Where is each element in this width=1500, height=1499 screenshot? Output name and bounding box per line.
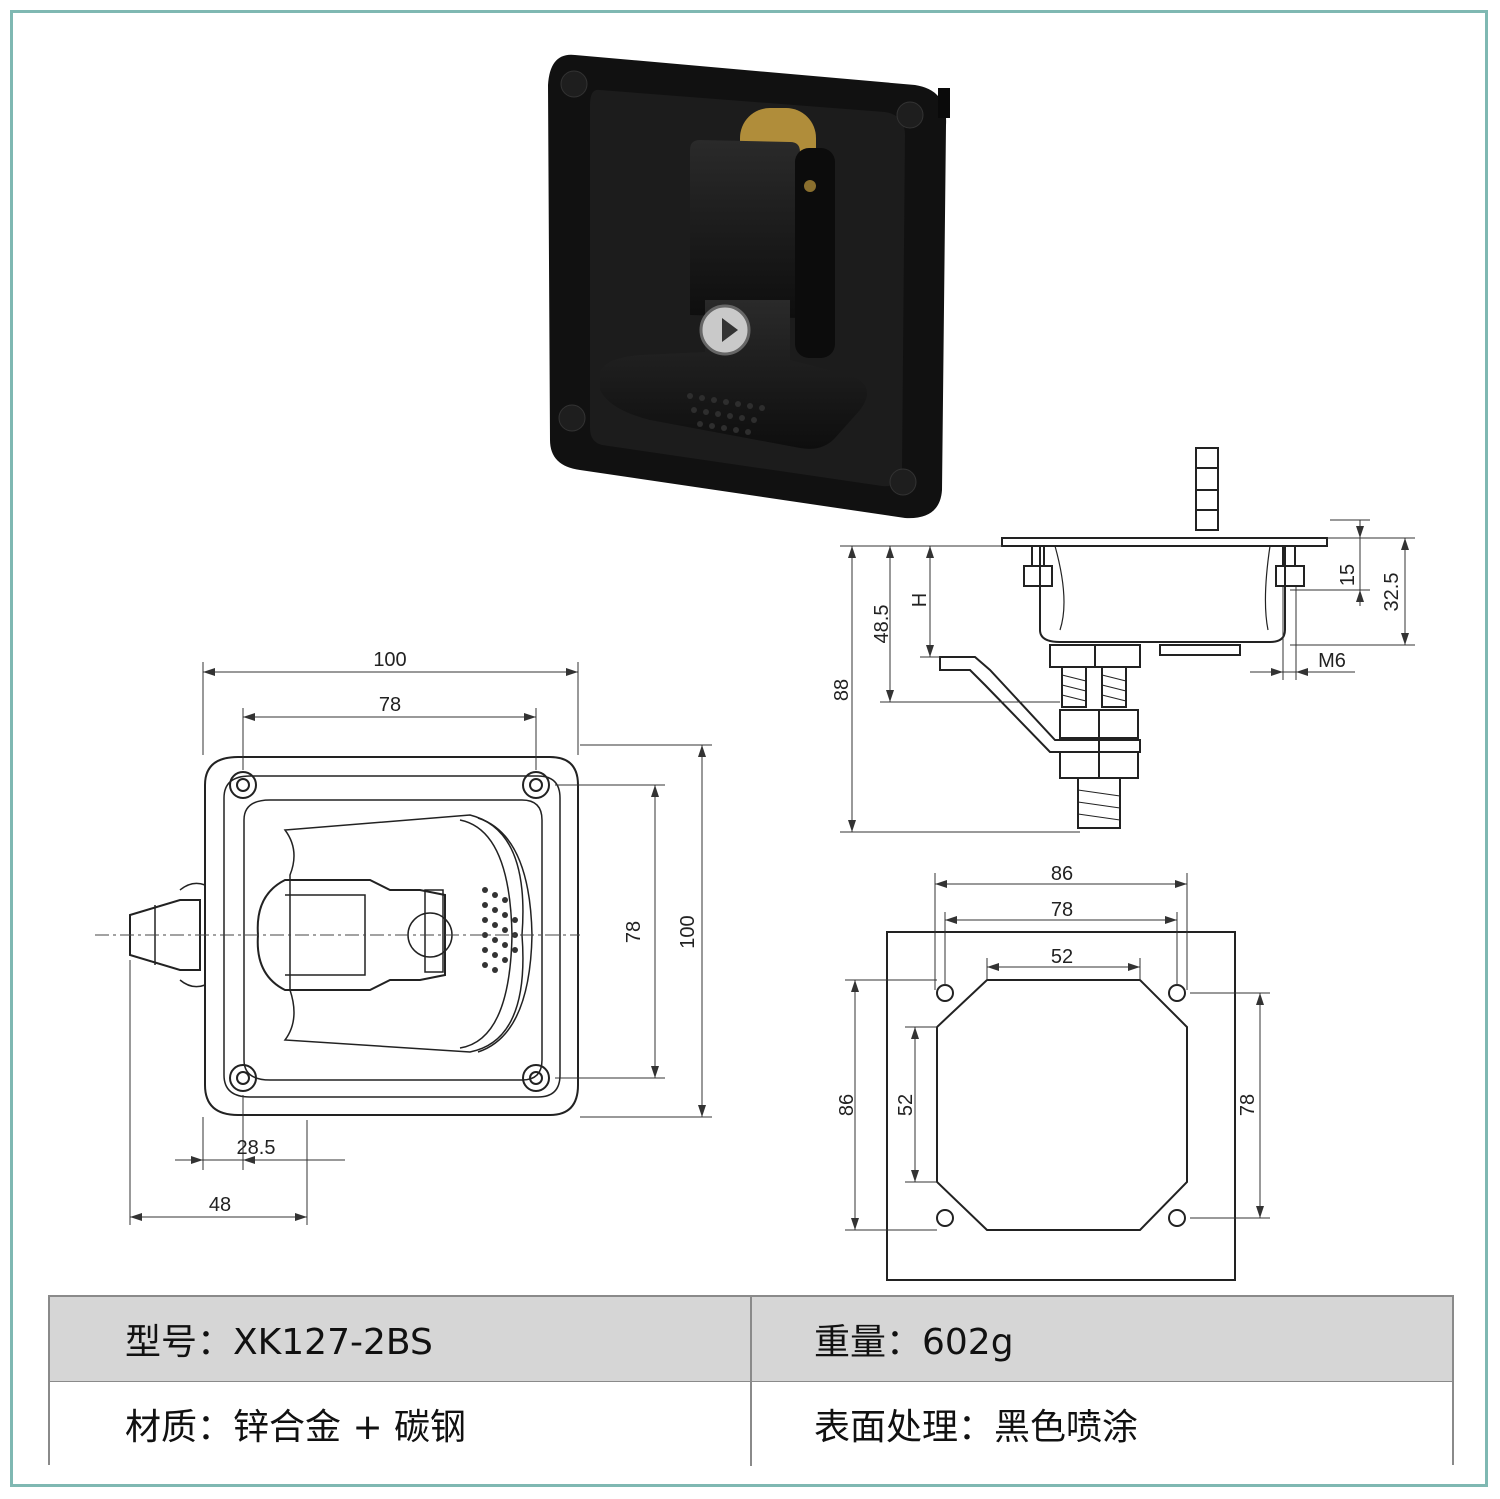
side-dimension-arrows bbox=[848, 526, 1409, 832]
dim-thread: M6 bbox=[1318, 650, 1346, 672]
dim-cutout-outer-height: 86 bbox=[836, 1094, 858, 1116]
dim-offset-large: 48 bbox=[209, 1194, 231, 1216]
dim-depth-48-5: 48.5 bbox=[871, 605, 893, 644]
spec-row-header: 型号：XK127-2BS 重量：602g bbox=[50, 1297, 1452, 1383]
dim-flange: 15 bbox=[1337, 564, 1359, 586]
spec-cell-model: 型号：XK127-2BS bbox=[50, 1297, 752, 1381]
dim-total-depth: 88 bbox=[831, 679, 853, 701]
cutout-dimension-arrows bbox=[851, 880, 1264, 1230]
front-dimension-lines bbox=[129, 662, 712, 1225]
cutout-view-drawing bbox=[886, 931, 1236, 1281]
cutout-dimension-lines bbox=[845, 873, 1270, 1231]
weight-label: 重量：602g bbox=[814, 1322, 1014, 1363]
finish-label: 表面处理：黑色喷涂 bbox=[814, 1407, 1139, 1448]
material-label: 材质：锌合金 + 碳钢 bbox=[125, 1407, 467, 1448]
dim-overall-width: 100 bbox=[373, 649, 406, 671]
dim-cutout-hole-spacing-x: 78 bbox=[1051, 899, 1073, 921]
model-label: 型号：XK127-2BS bbox=[125, 1322, 433, 1363]
product-photo bbox=[548, 54, 950, 519]
dim-cutout-outer-width: 86 bbox=[1051, 863, 1073, 885]
dim-cutout-hole-spacing-y: 78 bbox=[1237, 1094, 1259, 1116]
spec-cell-weight: 重量：602g bbox=[752, 1297, 1454, 1381]
front-grip-dots bbox=[482, 887, 518, 973]
dim-adjustable-h: H bbox=[909, 593, 931, 607]
side-view-drawing bbox=[939, 447, 1328, 829]
dim-cutout-flat-x: 52 bbox=[1051, 946, 1073, 968]
spec-table: 型号：XK127-2BS 重量：602g 材质：锌合金 + 碳钢 表面处理：黑色… bbox=[48, 1295, 1454, 1466]
dim-cutout-flat-y: 52 bbox=[895, 1094, 917, 1116]
spec-cell-finish: 表面处理：黑色喷涂 bbox=[752, 1382, 1454, 1466]
dim-hole-spacing-x: 78 bbox=[379, 694, 401, 716]
dim-hole-spacing-y: 78 bbox=[623, 921, 645, 943]
spec-row-details: 材质：锌合金 + 碳钢 表面处理：黑色喷涂 bbox=[50, 1382, 1452, 1466]
dim-overall-height: 100 bbox=[677, 915, 699, 948]
spec-cell-material: 材质：锌合金 + 碳钢 bbox=[50, 1382, 752, 1466]
side-dimension-lines bbox=[840, 519, 1415, 833]
dim-body-depth: 32.5 bbox=[1381, 573, 1403, 612]
front-view-drawing bbox=[129, 756, 579, 1116]
dim-offset-small: 28.5 bbox=[237, 1137, 276, 1159]
front-dimension-arrows bbox=[130, 668, 706, 1221]
